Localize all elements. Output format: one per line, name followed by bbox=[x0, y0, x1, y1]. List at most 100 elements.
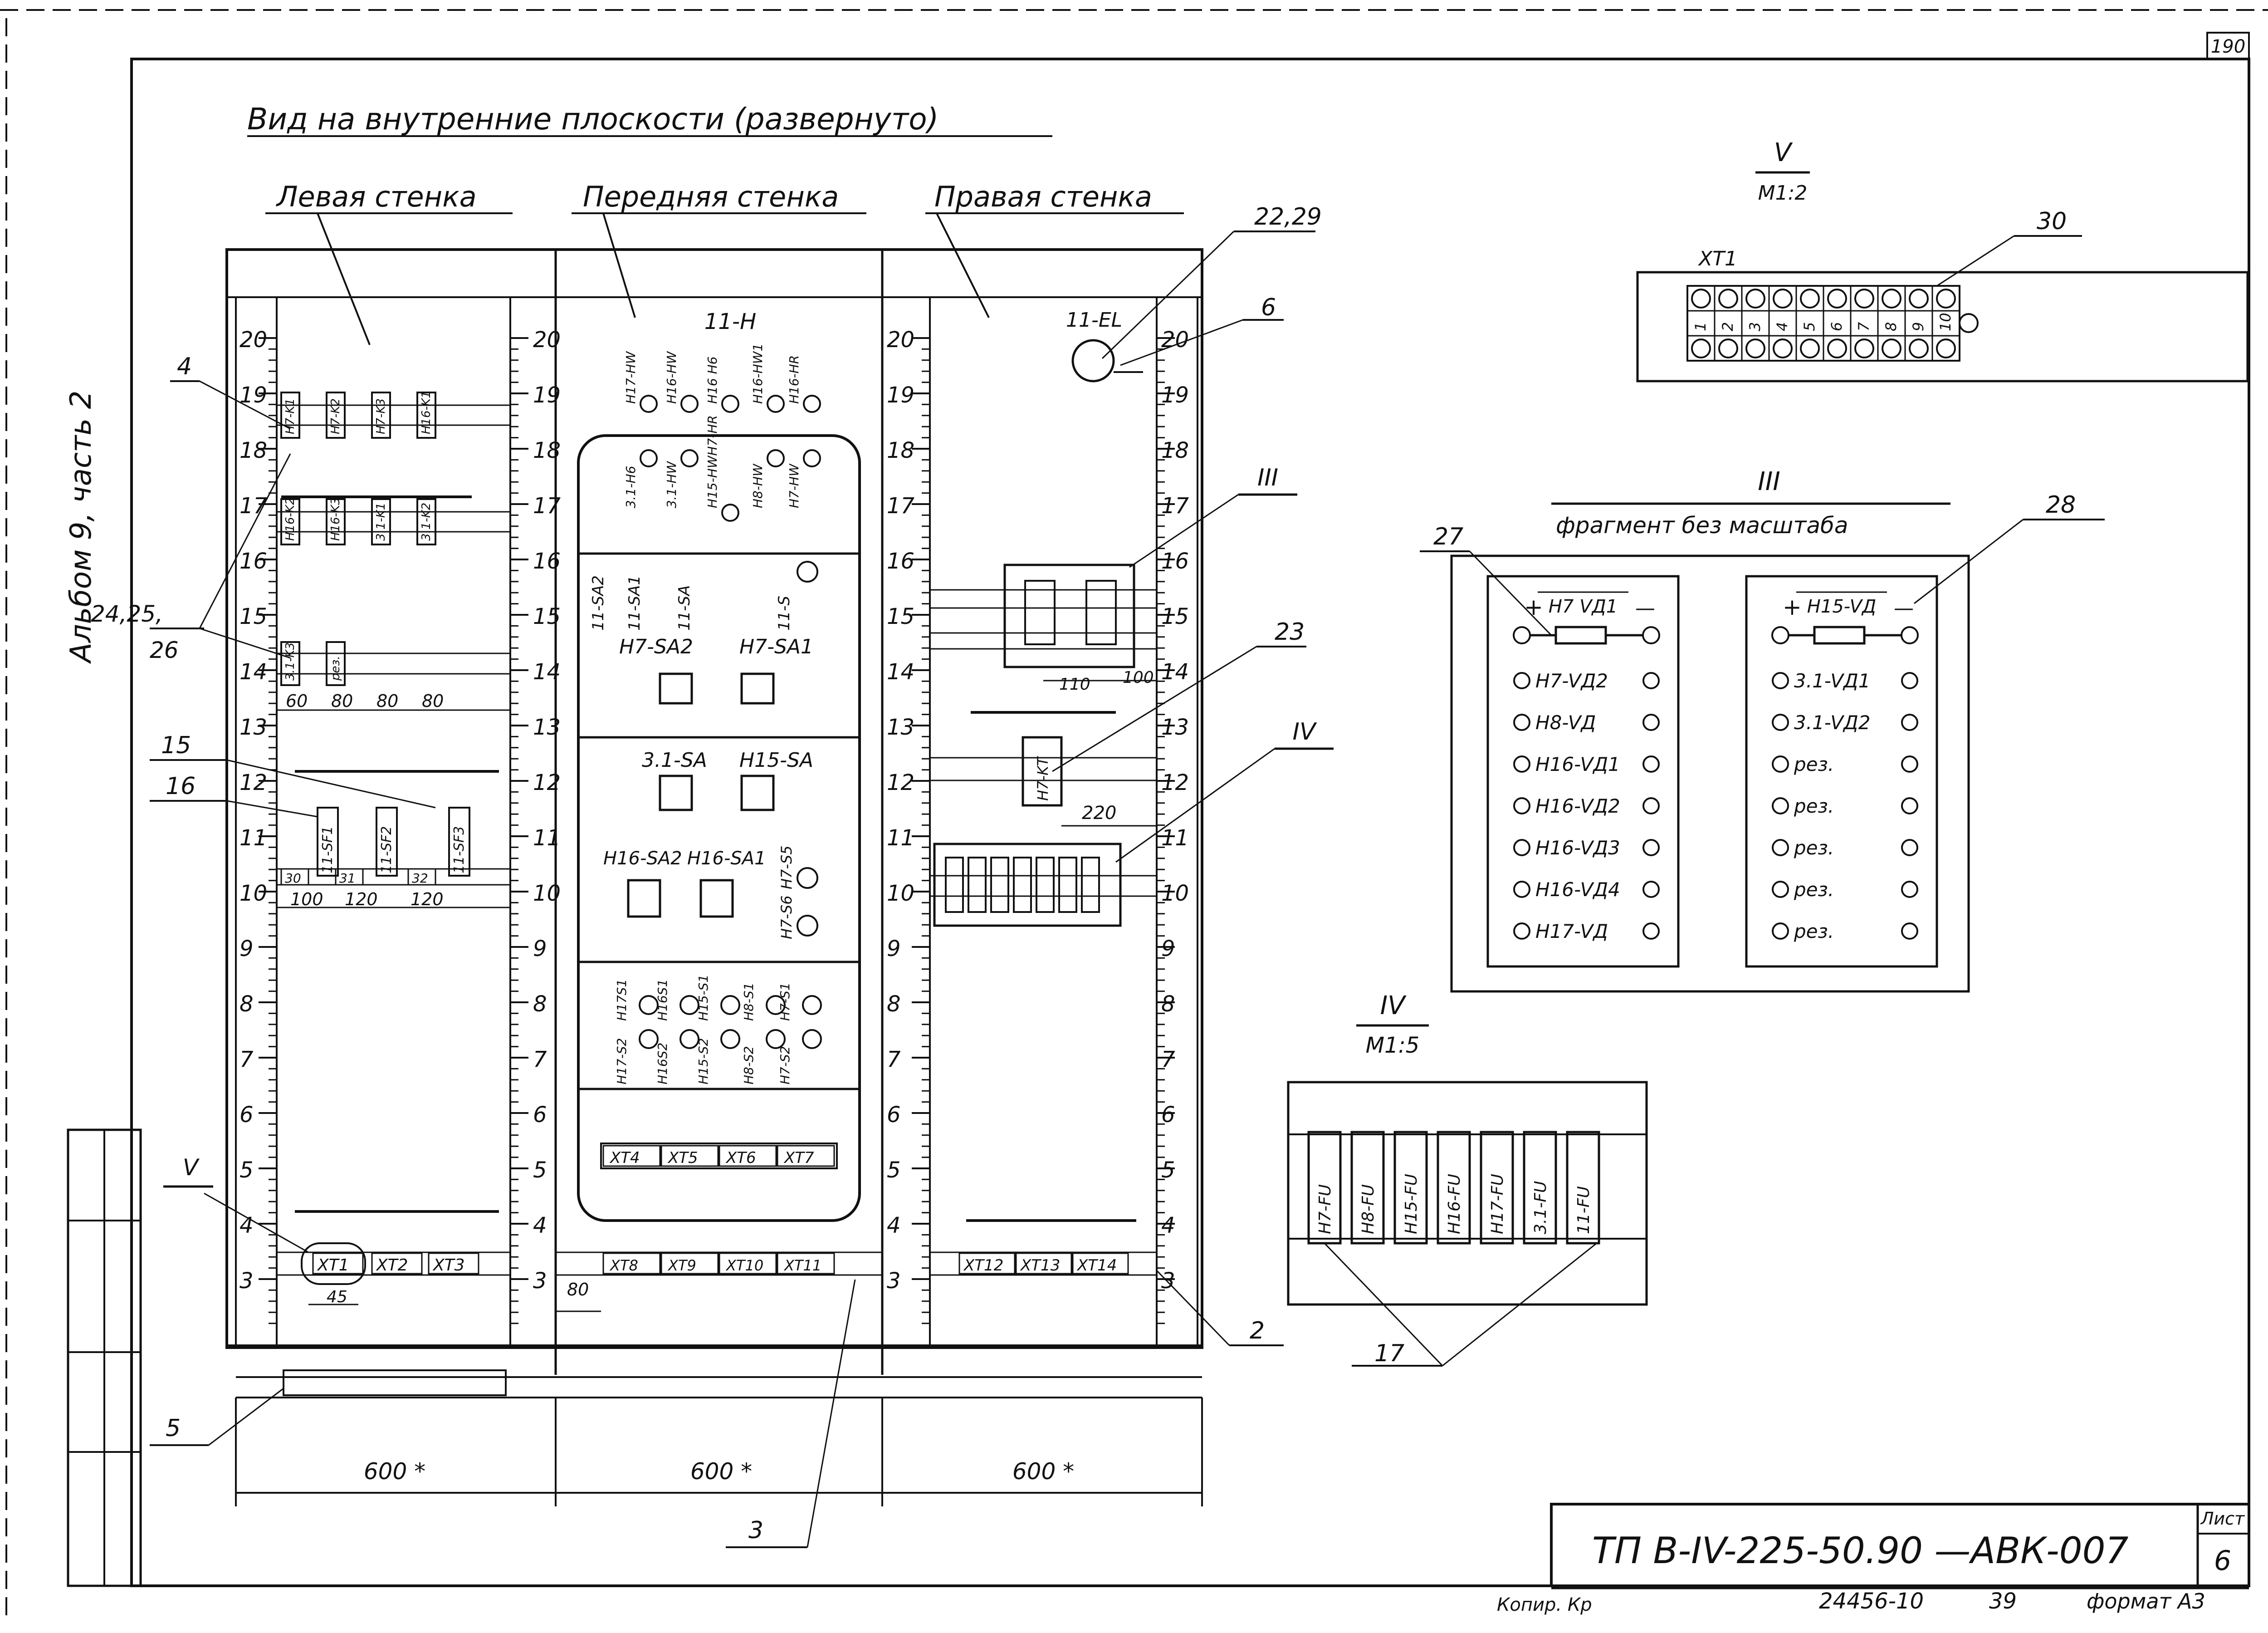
scale-number: 7 bbox=[1161, 1047, 1175, 1072]
terminal-screw-icon bbox=[1936, 338, 1956, 358]
button-icon bbox=[720, 995, 740, 1015]
button-label: H15-S2 bbox=[696, 1038, 711, 1084]
leader-label: 3 bbox=[748, 1517, 763, 1544]
terminal-screw-icon bbox=[1936, 289, 1956, 309]
switch-icon bbox=[797, 867, 818, 889]
relay-label: 3.1-K3 bbox=[284, 642, 297, 681]
view-title: V bbox=[1774, 138, 1793, 167]
circuit-breaker bbox=[317, 807, 339, 877]
relay-label: H16-K3 bbox=[329, 497, 342, 541]
scale-number: 15 bbox=[887, 604, 914, 629]
scale-number: 18 bbox=[533, 438, 561, 463]
terminal-label: XT14 bbox=[1076, 1256, 1117, 1275]
dimension-label: 600 * bbox=[1012, 1458, 1074, 1485]
lamp-icon bbox=[767, 395, 785, 413]
button-label: H7-S1 bbox=[777, 982, 792, 1021]
leader bbox=[226, 759, 436, 809]
lamp-icon bbox=[640, 449, 658, 467]
terminal-label: XT1 bbox=[317, 1256, 349, 1275]
terminal-cell-number: 6 bbox=[1828, 322, 1845, 331]
scale-number: 3 bbox=[887, 1268, 901, 1294]
scale-number: 10 bbox=[240, 881, 267, 906]
terminal-screw-icon bbox=[1854, 338, 1874, 358]
lamp-label: H16-HR bbox=[787, 355, 802, 404]
dimension-label: 600 * bbox=[364, 1458, 425, 1485]
switch-label: 11-S bbox=[775, 596, 793, 631]
left-wall-title: Левая стенка bbox=[276, 180, 477, 213]
dimension-label: 80 bbox=[567, 1280, 589, 1300]
fuse-label: H17-FU bbox=[1488, 1174, 1507, 1234]
lamp-icon bbox=[721, 504, 739, 522]
terminal-label: XT8 bbox=[609, 1257, 638, 1274]
leader-label: 16 bbox=[166, 773, 196, 800]
scale-number: 3 bbox=[533, 1268, 547, 1294]
strip-label: XT1 bbox=[1698, 247, 1737, 270]
front-wall-heading: 11-H bbox=[704, 309, 757, 334]
album-label: Альбом 9, часть 2 bbox=[64, 391, 98, 664]
terminal-cell-number: 10 bbox=[1937, 313, 1954, 331]
terminal-screw-icon bbox=[1773, 289, 1793, 309]
fuse bbox=[968, 857, 987, 913]
lamp-icon bbox=[1071, 339, 1115, 383]
button-icon bbox=[766, 1029, 786, 1049]
fuse-holder bbox=[1523, 1131, 1557, 1245]
terminal-icon bbox=[1642, 672, 1660, 689]
scale-number: 16 bbox=[533, 549, 561, 574]
diode-label: H7 VД1 bbox=[1549, 596, 1618, 617]
scale-number: 8 bbox=[533, 991, 547, 1017]
scale-number: 5 bbox=[887, 1157, 901, 1183]
circuit-breaker bbox=[448, 807, 470, 877]
fuse-label: 11-FU bbox=[1574, 1186, 1593, 1234]
scale-number: 5 bbox=[533, 1157, 547, 1183]
switch-label: H7-SA1 bbox=[739, 635, 813, 658]
diode-row-label: рез. bbox=[1794, 795, 1834, 817]
scale-number: 18 bbox=[240, 438, 267, 463]
fuse-label: H16-FU bbox=[1445, 1174, 1464, 1234]
leader-label: 22,29 bbox=[1254, 203, 1322, 230]
scale-number: 4 bbox=[533, 1213, 547, 1238]
scale-number: 13 bbox=[887, 715, 914, 740]
fuse-holder bbox=[1350, 1131, 1385, 1245]
relay bbox=[416, 498, 436, 545]
terminal-block bbox=[428, 1252, 479, 1275]
button-label: H8-S1 bbox=[741, 982, 756, 1021]
relay bbox=[416, 392, 436, 439]
fuse-holder bbox=[1437, 1131, 1471, 1245]
scale-number: 9 bbox=[240, 936, 254, 961]
terminal-icon bbox=[1513, 626, 1531, 644]
minus-sign: — bbox=[1894, 597, 1914, 620]
leader bbox=[199, 380, 291, 430]
scale-number: 4 bbox=[887, 1213, 901, 1238]
scale-number: 20 bbox=[533, 327, 561, 353]
button-label: H17S1 bbox=[614, 979, 629, 1021]
dimension-label: 600 * bbox=[690, 1458, 752, 1485]
scale-number: 3 bbox=[1161, 1268, 1175, 1294]
terminal-cell-number: 1 bbox=[1692, 322, 1709, 331]
dimension-label: 100 bbox=[1123, 668, 1154, 687]
dimension-label: 100 bbox=[290, 889, 323, 909]
relay bbox=[280, 641, 300, 686]
fuse-holder bbox=[1393, 1131, 1428, 1245]
scale-number: 19 bbox=[1161, 383, 1189, 408]
switch-label: H7-S6 bbox=[778, 895, 795, 939]
fuse bbox=[1036, 857, 1055, 913]
terminal-cell-number: 2 bbox=[1719, 322, 1736, 331]
terminal-icon bbox=[1642, 755, 1660, 773]
terminal-screw-icon bbox=[1718, 289, 1738, 309]
terminal-icon bbox=[1513, 755, 1530, 773]
scale-number: 15 bbox=[533, 604, 561, 629]
lamp-label: 3.1-HW bbox=[664, 461, 679, 508]
switch-label: 11-SA2 bbox=[589, 575, 607, 631]
scale-number: 14 bbox=[240, 659, 267, 685]
terminal-icon bbox=[1771, 626, 1789, 644]
scale-number: 16 bbox=[240, 549, 267, 574]
relay bbox=[371, 392, 391, 439]
terminal-screw-icon bbox=[1854, 289, 1874, 309]
terminal-screw-icon bbox=[1909, 289, 1929, 309]
diode-row-label: H16-VД4 bbox=[1535, 878, 1620, 901]
scale-number: 10 bbox=[533, 881, 561, 906]
fuse bbox=[1058, 857, 1077, 913]
scale-number: 19 bbox=[533, 383, 561, 408]
